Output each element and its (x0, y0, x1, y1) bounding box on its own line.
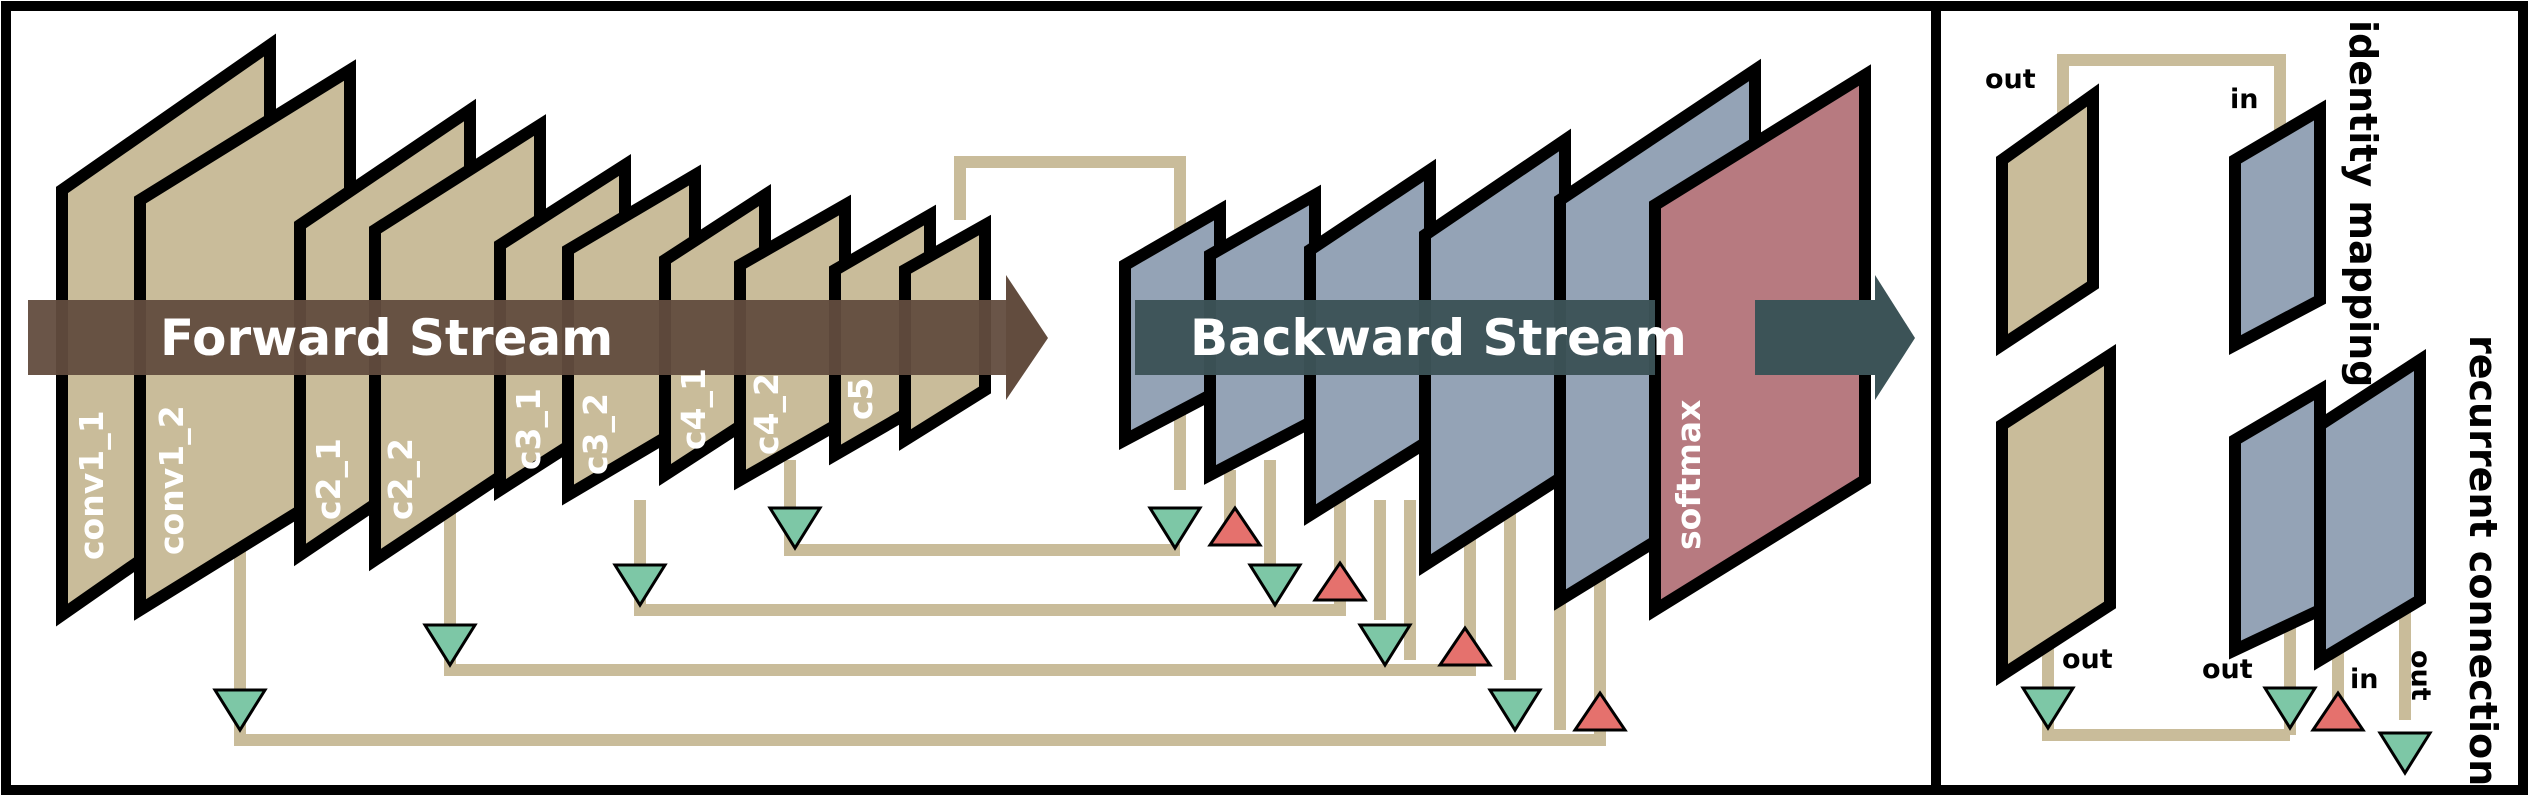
in-label: in (2350, 664, 2378, 695)
identity-marker (1357, 623, 1413, 668)
identity-marker (1487, 688, 1543, 733)
layer-label: c4_1 (674, 368, 713, 450)
identity-marker (1247, 563, 1303, 608)
recurrent-marker (1207, 505, 1263, 547)
layer-label: conv1_1 (72, 410, 111, 560)
identity-marker (2262, 686, 2318, 731)
layer-label: c2_1 (309, 438, 348, 520)
forward-layer-labels: conv1_1 conv1_2 c2_1 c2_2 c3_1 c3_2 c4_1… (72, 368, 880, 560)
markers (212, 505, 1628, 733)
identity-marker (422, 623, 478, 668)
layer-label: c3_1 (509, 388, 548, 470)
recurrent-marker (1572, 690, 1628, 732)
layer-label: c3_2 (576, 393, 615, 475)
identity-marker (2377, 731, 2433, 776)
backward-stream-label: Backward Stream (1190, 309, 1687, 367)
out-label: out (1985, 64, 2036, 95)
in-label: in (2230, 84, 2258, 115)
out-label: out (2062, 644, 2113, 675)
recurrent-connection-title: recurrent connection (2461, 335, 2505, 786)
identity-marker (1147, 506, 1203, 551)
identity-marker (212, 688, 268, 733)
legend-identity-mapping: out in identity mapping (1985, 20, 2385, 387)
forward-stream-arrow (28, 275, 1048, 400)
identity-marker (2020, 686, 2076, 731)
layer-label: c5 (841, 377, 880, 420)
legend-recurrent-connection: out out in out recurrent connection (1996, 335, 2505, 786)
identity-marker (612, 563, 668, 608)
out-label: out (2202, 654, 2253, 685)
identity-mapping-title: identity mapping (2341, 20, 2385, 387)
layer-label: c2_2 (381, 438, 420, 520)
out-label: out (2405, 650, 2436, 701)
softmax-label: softmax (1669, 400, 1708, 550)
recurrent-marker (1437, 625, 1493, 667)
layer-label: c4_2 (747, 373, 786, 455)
recurrent-marker (1312, 560, 1368, 602)
layer-label: conv1_2 (152, 405, 191, 555)
forward-stream-label: Forward Stream (160, 309, 613, 367)
identity-marker (767, 506, 823, 551)
backward-stream-arrow (1135, 275, 1915, 400)
skip-connections (234, 156, 1606, 746)
recurrent-marker (2310, 690, 2366, 732)
